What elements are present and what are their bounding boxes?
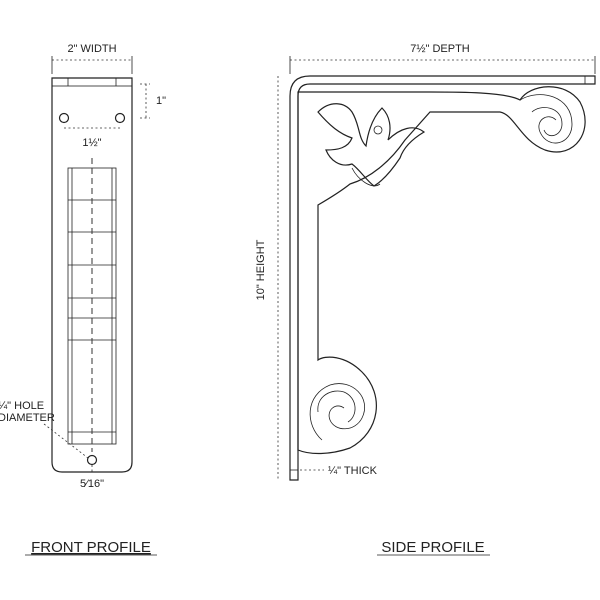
front-top-offset-label: 1": [156, 95, 166, 107]
side-fleur-center-hole: [373, 125, 383, 135]
side-profile-view: 7½" DEPTH 10" HEIGHT ¼" THICK SIDE PROFI…: [255, 43, 596, 556]
front-hole-top-right: [114, 112, 126, 124]
side-upper-scroll: [519, 94, 573, 144]
side-bracket-body-outer: [297, 86, 586, 455]
front-profile-title: FRONT PROFILE: [31, 539, 151, 556]
front-hole-top-left: [58, 112, 70, 124]
side-lower-scroll-inner: [317, 390, 356, 423]
front-bottom-offset-label: 5⁄16": [80, 478, 104, 490]
front-hole-label-line2: DIAMETER: [0, 412, 55, 424]
front-hole-leader-line: [43, 423, 89, 459]
front-hole-spacing-label: 1½": [82, 137, 101, 149]
side-mounting-plates: [289, 75, 596, 481]
side-profile-title: SIDE PROFILE: [381, 539, 484, 556]
front-width-label: 2" WIDTH: [67, 43, 116, 55]
side-upper-scroll-inner: [531, 107, 563, 137]
front-hole-label-line1: ¼" HOLE: [0, 400, 44, 412]
front-hole-bottom: [86, 454, 98, 466]
side-thickness-label: ¼" THICK: [328, 465, 378, 477]
front-profile-view: 2" WIDTH 1" 1½" ¼": [0, 43, 166, 556]
front-top-cap: [51, 77, 133, 87]
side-fleur-de-lis: [317, 103, 426, 187]
side-depth-label: 7½" DEPTH: [410, 43, 470, 55]
front-plate-outline: [51, 77, 133, 473]
side-lower-scroll: [309, 383, 365, 441]
side-fleur-stem: [351, 167, 381, 187]
side-height-label: 10" HEIGHT: [255, 239, 267, 300]
